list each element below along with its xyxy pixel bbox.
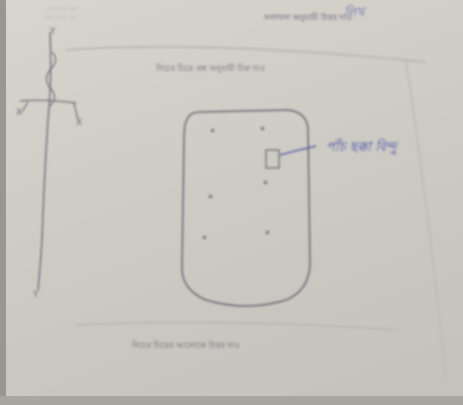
dot-5	[202, 235, 207, 240]
photo-edge-bottom	[0, 396, 463, 405]
axis-right-label: X	[76, 118, 83, 128]
header-handwritten-text: লিখ	[344, 5, 365, 19]
dot-3	[208, 194, 213, 199]
dot-6	[265, 230, 270, 235]
handwritten-answer: পাঁচ ছক্কা বিন্দু	[326, 140, 397, 155]
pointer-line	[279, 145, 317, 156]
axis-squiggle	[45, 51, 57, 107]
photo-edge-left	[0, 0, 6, 405]
paper-sheet: ... ... ... ... ... ... ফলাফল অনুযায়ী উ…	[6, 0, 458, 396]
dot-2	[260, 126, 265, 131]
caption-text: নিচের চিত্রের আলোকে উত্তর দাও	[132, 341, 240, 350]
axis-left-label: X	[16, 108, 23, 118]
axis-vertical-line	[37, 31, 52, 291]
question-text: নিচের চিত্রে প্রশ্ন অনুযায়ী চিহ্ন দাও	[156, 64, 266, 73]
dot-4	[263, 180, 268, 185]
axis-tick-right	[73, 102, 79, 121]
fold-line-bottom	[75, 321, 399, 331]
sheet-drawing	[19, 31, 447, 381]
header-line-1: ... ... ...	[46, 2, 78, 11]
header-printed-text: ফলাফল অনুযায়ী উত্তর দাও	[264, 13, 352, 22]
axis-bottom-label: Y	[33, 290, 39, 300]
header-lines: ... ... ... ... ... ...	[46, 2, 77, 20]
dot-1	[210, 128, 215, 133]
axis-tick-left	[21, 101, 29, 113]
outline-shape	[181, 109, 311, 307]
axis-top-label: Y	[50, 27, 56, 37]
axis-horizontal-line	[19, 99, 77, 104]
fold-line-top	[65, 45, 427, 63]
fold-line-right	[405, 59, 447, 381]
header-line-2: ... ... ...	[46, 11, 78, 20]
marked-box	[265, 149, 280, 169]
